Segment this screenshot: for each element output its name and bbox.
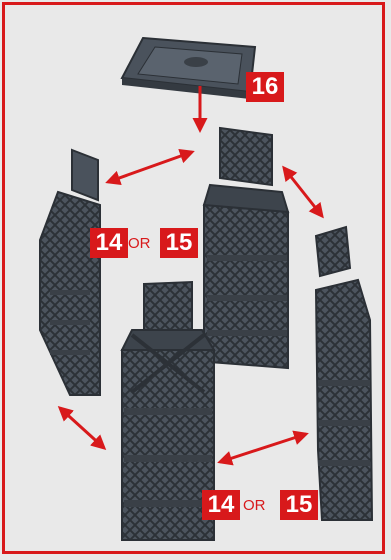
arrow-left-back	[108, 152, 192, 182]
arrow-back-right	[284, 168, 322, 216]
part-label-lid: 16	[246, 72, 284, 102]
wall-panel-right	[316, 227, 372, 520]
part-label-bottom-second: 15	[280, 490, 318, 520]
arrow-left-front	[60, 408, 104, 448]
lid-piece	[122, 38, 255, 99]
wall-panel-front	[122, 282, 214, 540]
part-label-left-second: 15	[160, 228, 198, 258]
part-label-bottom-joiner: OR	[243, 491, 266, 521]
arrow-front-right	[220, 434, 306, 462]
wall-panel-top-left	[40, 150, 100, 395]
part-label-left-first: 14	[90, 228, 128, 258]
part-label-bottom-first: 14	[202, 490, 240, 520]
part-label-left-joiner: OR	[128, 229, 151, 259]
wall-panel-back-center	[204, 128, 288, 368]
